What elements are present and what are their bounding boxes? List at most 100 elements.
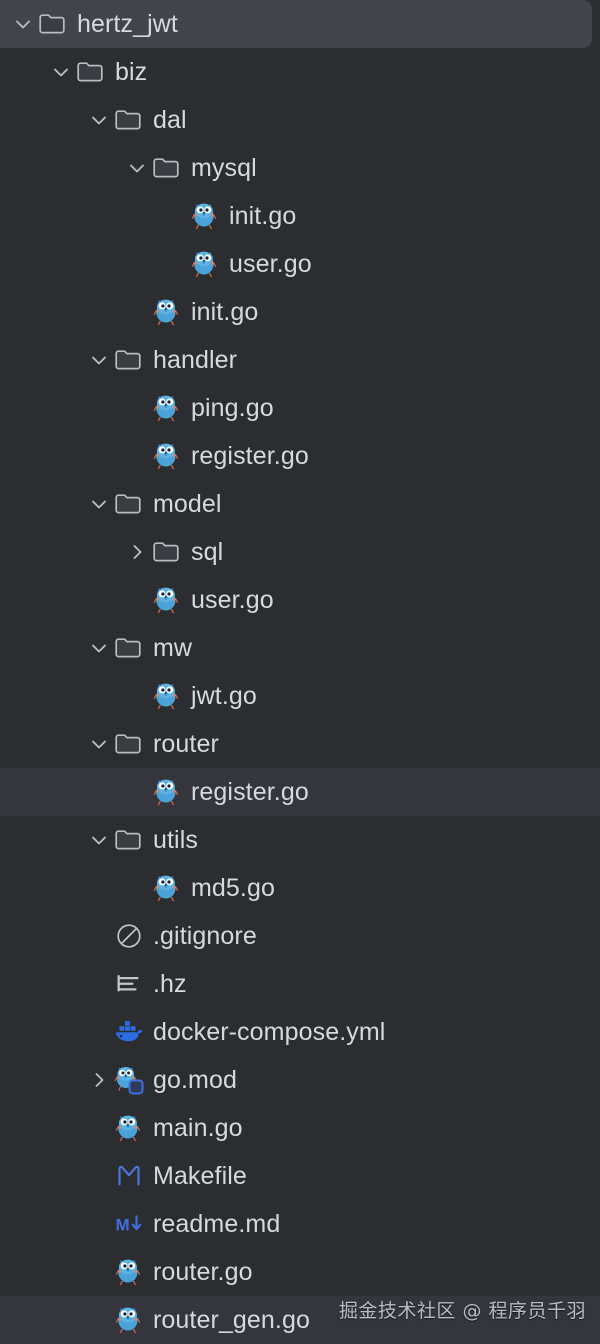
tree-row[interactable]: init.go: [0, 192, 600, 240]
chevron-placeholder: [86, 923, 112, 949]
tree-row[interactable]: model: [0, 480, 600, 528]
tree-row[interactable]: go.mod: [0, 1056, 600, 1104]
go-file-icon: [190, 249, 220, 279]
docker-icon: [114, 1017, 144, 1047]
tree-row[interactable]: docker-compose.yml: [0, 1008, 600, 1056]
go-file-icon: [152, 585, 182, 615]
tree-row-label: sql: [191, 537, 224, 566]
tree-row-label: model: [153, 489, 222, 518]
tree-row-label: init.go: [191, 297, 259, 326]
chevron-placeholder: [86, 1163, 112, 1189]
indent-spacer: [0, 1224, 86, 1225]
markdown-icon: M: [114, 1209, 144, 1239]
indent-spacer: [0, 648, 86, 649]
tree-row-label: ping.go: [191, 393, 274, 422]
go-file-icon: [114, 1257, 144, 1287]
tree-row-label: router_gen.go: [153, 1305, 310, 1334]
indent-spacer: [0, 1080, 86, 1081]
tree-row[interactable]: Makefile: [0, 1152, 600, 1200]
chevron-placeholder: [124, 779, 150, 805]
chevron-down-icon[interactable]: [48, 59, 74, 85]
indent-spacer: [0, 216, 162, 217]
indent-spacer: [0, 1032, 86, 1033]
chevron-down-icon[interactable]: [86, 491, 112, 517]
tree-row-label: router: [153, 729, 219, 758]
tree-row-label: mysql: [191, 153, 257, 182]
folder-icon: [152, 153, 182, 183]
tree-row[interactable]: md5.go: [0, 864, 600, 912]
tree-row[interactable]: user.go: [0, 240, 600, 288]
go-file-icon: [152, 441, 182, 471]
tree-row[interactable]: handler: [0, 336, 600, 384]
tree-row-label: handler: [153, 345, 238, 374]
tree-row[interactable]: utils: [0, 816, 600, 864]
chevron-down-icon[interactable]: [86, 731, 112, 757]
tree-row[interactable]: user.go: [0, 576, 600, 624]
tree-row[interactable]: mw: [0, 624, 600, 672]
chevron-down-icon[interactable]: [86, 635, 112, 661]
tree-row[interactable]: init.go: [0, 288, 600, 336]
tree-row[interactable]: .hz: [0, 960, 600, 1008]
indent-spacer: [0, 792, 124, 793]
indent-spacer: [0, 1272, 86, 1273]
tree-row-label: mw: [153, 633, 193, 662]
indent-spacer: [0, 504, 86, 505]
folder-icon: [114, 345, 144, 375]
gitignore-icon: [114, 921, 144, 951]
chevron-down-icon[interactable]: [124, 155, 150, 181]
go-file-icon: [152, 393, 182, 423]
indent-spacer: [0, 1176, 86, 1177]
go-file-icon: [190, 201, 220, 231]
indent-spacer: [0, 312, 124, 313]
tree-row[interactable]: register.go: [0, 768, 600, 816]
tree-row[interactable]: ping.go: [0, 384, 600, 432]
tree-row[interactable]: .gitignore: [0, 912, 600, 960]
svg-text:M: M: [116, 1216, 130, 1235]
tree-row[interactable]: sql: [0, 528, 600, 576]
tree-row[interactable]: router.go: [0, 1248, 600, 1296]
chevron-down-icon[interactable]: [86, 347, 112, 373]
tree-row[interactable]: router_gen.go: [0, 1296, 600, 1344]
tree-row-label: register.go: [191, 777, 309, 806]
go-file-icon: [152, 777, 182, 807]
chevron-placeholder: [124, 587, 150, 613]
tree-row-label: main.go: [153, 1113, 243, 1142]
indent-spacer: [0, 408, 124, 409]
chevron-placeholder: [124, 395, 150, 421]
chevron-placeholder: [86, 1211, 112, 1237]
tree-row[interactable]: main.go: [0, 1104, 600, 1152]
indent-spacer: [0, 1320, 86, 1321]
chevron-down-icon[interactable]: [10, 11, 36, 37]
folder-icon: [114, 489, 144, 519]
indent-spacer: [0, 120, 86, 121]
makefile-icon: [114, 1161, 144, 1191]
tree-row[interactable]: hertz_jwt: [0, 0, 592, 48]
tree-row-label: user.go: [191, 585, 274, 614]
indent-spacer: [0, 696, 124, 697]
indent-spacer: [0, 1128, 86, 1129]
chevron-down-icon[interactable]: [86, 827, 112, 853]
chevron-down-icon[interactable]: [86, 107, 112, 133]
chevron-placeholder: [124, 443, 150, 469]
chevron-placeholder: [86, 1115, 112, 1141]
indent-spacer: [0, 888, 124, 889]
chevron-right-icon[interactable]: [86, 1067, 112, 1093]
tree-row-label: biz: [115, 57, 148, 86]
tree-row[interactable]: register.go: [0, 432, 600, 480]
tree-row[interactable]: mysql: [0, 144, 600, 192]
tree-row-label: utils: [153, 825, 198, 854]
tree-row[interactable]: dal: [0, 96, 600, 144]
indent-spacer: [0, 456, 124, 457]
indent-spacer: [0, 936, 86, 937]
chevron-placeholder: [124, 875, 150, 901]
tree-row[interactable]: jwt.go: [0, 672, 600, 720]
chevron-placeholder: [162, 251, 188, 277]
chevron-right-icon[interactable]: [124, 539, 150, 565]
chevron-placeholder: [124, 683, 150, 709]
tree-row[interactable]: biz: [0, 48, 600, 96]
indent-spacer: [0, 840, 86, 841]
indent-spacer: [0, 264, 162, 265]
tree-row[interactable]: router: [0, 720, 600, 768]
